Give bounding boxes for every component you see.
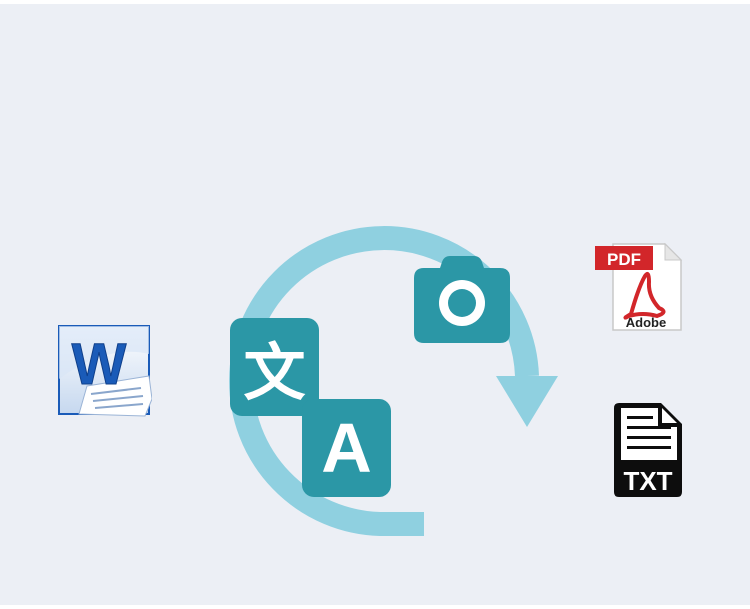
target-glyph: A [321,409,372,487]
txt-label: TXT [623,466,672,496]
txt-file-icon: TXT [614,403,682,497]
pdf-file-icon: PDF Adobe [595,242,683,331]
pdf-badge-label: PDF [607,250,641,269]
source-glyph: 文 [243,339,306,408]
illustration-canvas: W 文 A PDF Adobe TXT [0,4,750,605]
word-document-icon: W [58,325,152,417]
target-language-tile: A [302,399,391,497]
pdf-brand-label: Adobe [626,315,666,330]
camera-icon [414,256,510,343]
source-language-tile: 文 [230,318,319,416]
word-letter: W [72,332,127,397]
